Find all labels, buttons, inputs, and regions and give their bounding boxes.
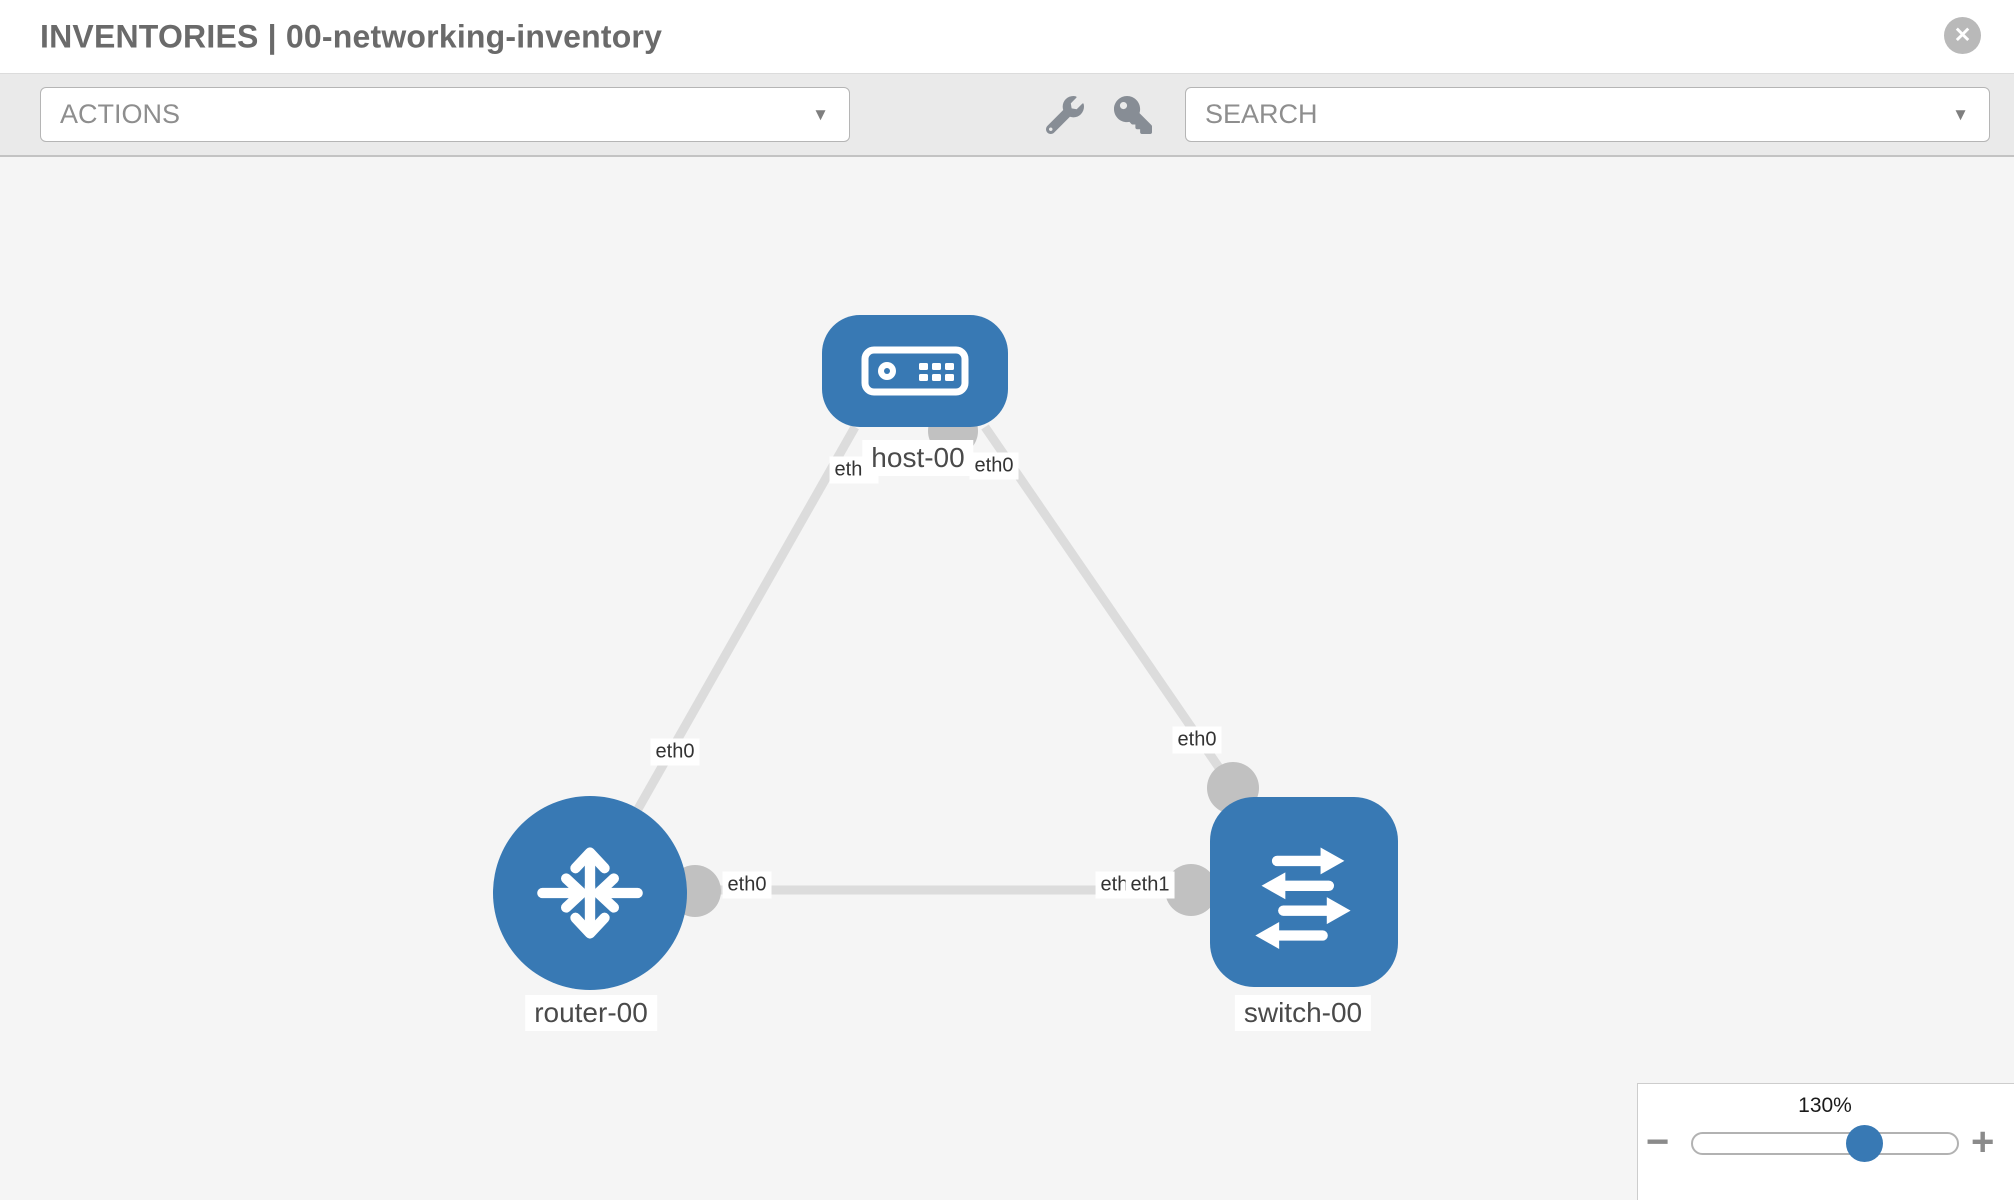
caret-down-icon: ▼ [1952,105,1969,124]
zoom-in-button[interactable]: + [1971,1120,1995,1164]
iface-label-host-right: eth0 [969,452,1019,480]
search-dropdown-label: SEARCH [1205,99,1318,129]
zoom-out-button[interactable]: − [1646,1120,1670,1164]
topology-canvas[interactable]: host-00 router-00 switch-00 eth0 eth0 et… [0,157,2014,1200]
node-label-switch: switch-00 [1234,995,1372,1031]
wrench-icon-glyph [1045,96,1084,135]
zoom-level-value: 130% [1798,1094,1852,1117]
router-icon [537,847,643,939]
node-switch-00[interactable] [1210,797,1398,987]
key-icon[interactable] [1114,96,1152,134]
node-label-router: router-00 [525,995,657,1031]
search-dropdown[interactable]: SEARCH ▼ [1185,87,1990,142]
iface-label-router-right: eth0 [722,871,772,899]
actions-dropdown-label: ACTIONS [60,99,181,129]
iface-label-switch-top: eth0 [1172,726,1222,754]
wrench-icon[interactable] [1045,96,1084,135]
toolbar: ACTIONS ▼ SEARCH ▼ [0,73,2014,157]
switch-icon [1255,847,1351,949]
page-header: INVENTORIES | 00-networking-inventory ✕ [0,0,2014,73]
key-icon-glyph [1114,96,1152,134]
zoom-slider-track[interactable] [1691,1132,1959,1155]
zoom-slider-thumb[interactable] [1846,1125,1883,1162]
zoom-control-panel: 130% − + [1637,1083,2014,1200]
caret-down-icon: ▼ [812,105,829,124]
iface-label-link-mid-eth1: eth1 [1125,871,1175,899]
actions-dropdown[interactable]: ACTIONS ▼ [40,87,850,142]
iface-label-router-top: eth0 [650,738,700,766]
topology-edges [634,406,1259,917]
node-router-00[interactable] [493,796,687,990]
node-label-host: host-00 [862,440,974,476]
node-host-00[interactable] [822,315,1008,427]
interface-port-switch-left [1165,864,1217,916]
page-title: INVENTORIES | 00-networking-inventory [40,18,663,54]
host-icon [861,346,969,396]
close-icon[interactable]: ✕ [1944,17,1981,54]
